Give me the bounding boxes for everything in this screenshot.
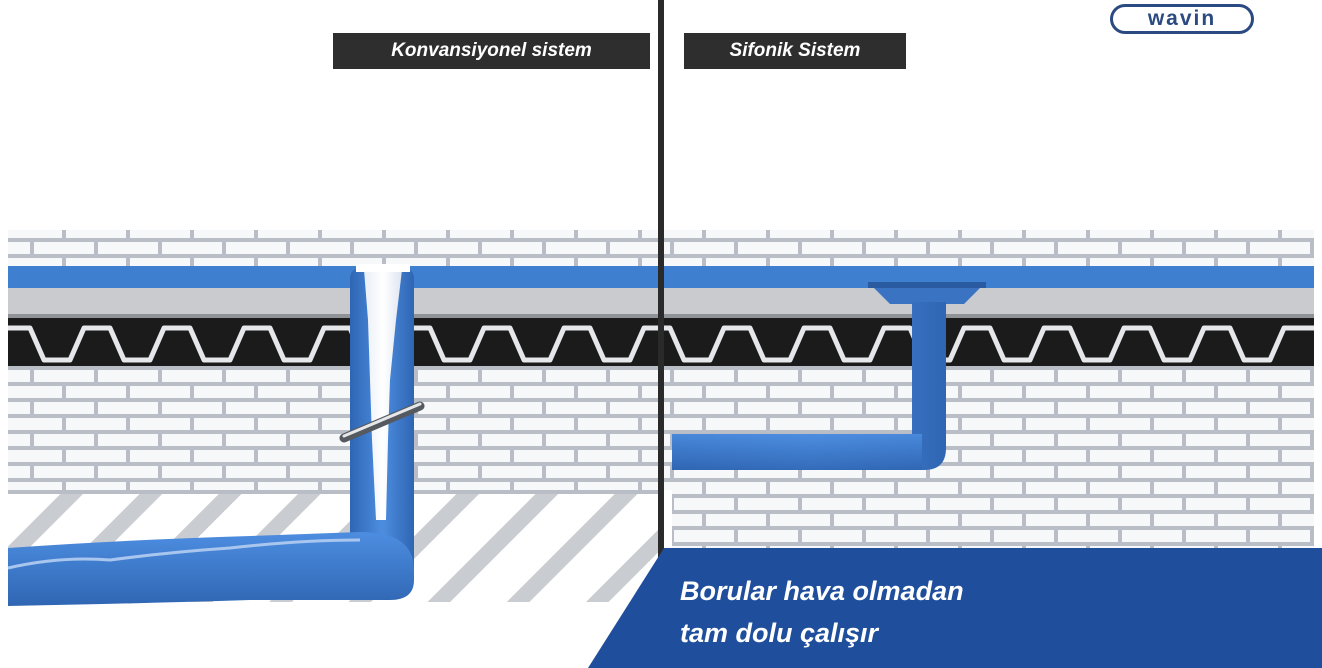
conventional-water-surface	[7, 538, 361, 570]
siphonic-pipe-horizontal-shade	[672, 434, 922, 470]
corrugated-wave	[8, 325, 1314, 363]
siphonic-system-label: Sifonik Sistem	[684, 33, 906, 69]
system-divider-line	[658, 0, 664, 668]
siphonic-outlet-rim	[868, 282, 986, 288]
roof-opening	[356, 264, 410, 272]
caption-line-2: tam dolu çalışır	[680, 618, 879, 648]
pipe-clamp-highlight	[342, 402, 422, 438]
brick-wall-right-bottom	[672, 490, 1314, 550]
conventional-air-core	[364, 270, 402, 520]
wavin-logo: wavin	[1110, 4, 1254, 34]
siphonic-roof-outlet	[872, 286, 982, 304]
caption-line-1: Borular hava olmadan	[680, 576, 964, 606]
ground-edge	[8, 490, 660, 494]
pipe-clamp	[339, 401, 425, 443]
caption-panel	[588, 548, 1322, 668]
conventional-collector-pipe	[8, 532, 414, 606]
caption-text: Borular hava olmadan tam dolu çalışır	[680, 570, 1300, 654]
conventional-system-label: Konvansiyonel sistem	[333, 33, 650, 69]
